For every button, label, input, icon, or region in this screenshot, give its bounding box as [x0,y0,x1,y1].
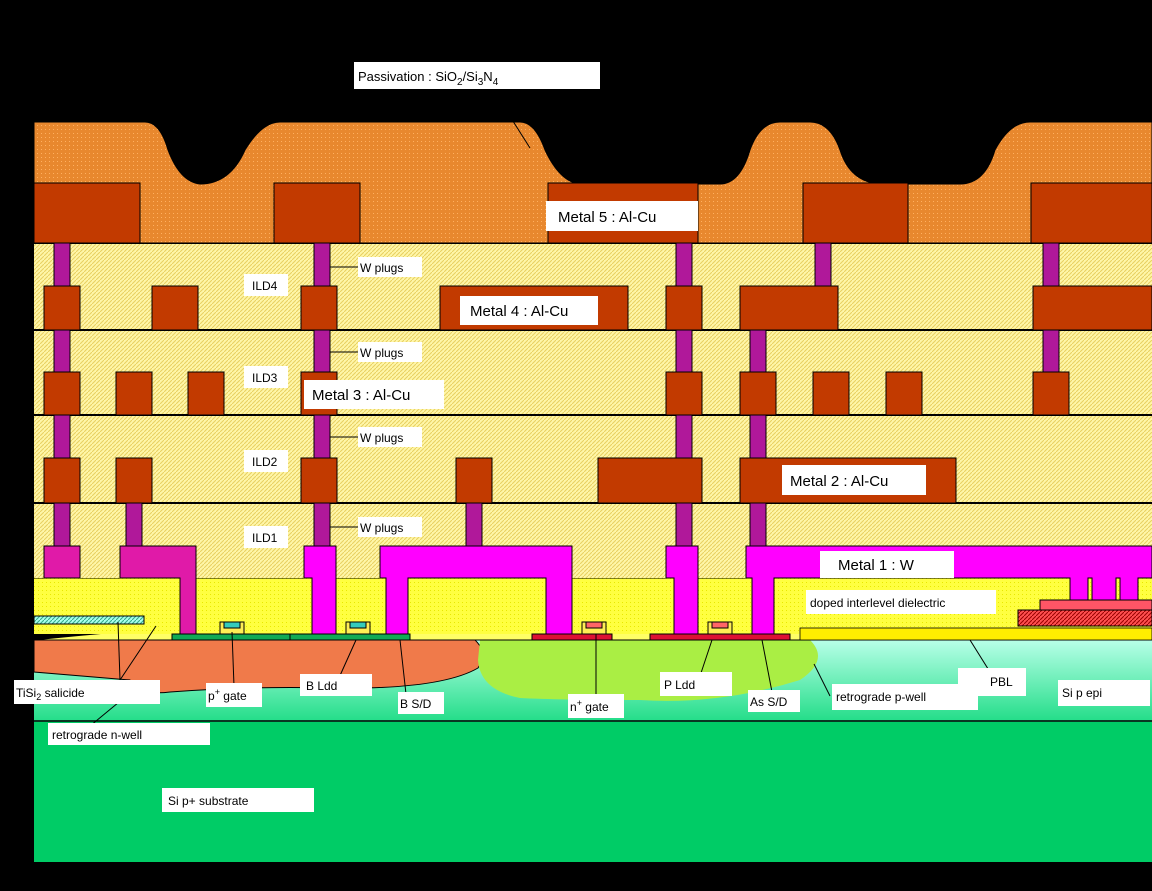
w-plugs [53,242,1060,548]
ild4-label: ILD4 [252,279,278,293]
metal4-label-box [460,296,598,325]
pwell-label-box [832,684,978,710]
assd-label: As S/D [750,695,788,709]
metal5-label-box [546,201,698,231]
metal1-label: Metal 1 : W [838,557,915,574]
n-gate-label: n+ gate [570,698,609,714]
assd-label-box [748,690,800,712]
tisi2-label: TiSi2 salicide [16,686,85,702]
wplugs4-label: W plugs [360,261,403,275]
metal2-lines [43,457,957,504]
wplugs3-label-box [358,342,422,362]
wplugs1-label: W plugs [360,521,403,535]
nwell-label: retrograde n-well [52,728,142,742]
pldd-label-box [660,672,732,696]
metal2-label-box [782,465,926,495]
doped-ild-label: doped interlevel dielectric [810,596,945,610]
ild2-layer [34,415,1152,503]
substrate-label-box [162,788,314,812]
bldd-label: B Ldd [306,679,337,693]
metal1-label-box [820,551,954,578]
ild3-label-box [244,366,288,388]
p-well-region [478,640,818,701]
passivation-label: Passivation : SiO2/Si3N4 [358,69,499,88]
bsd-label: B S/D [400,697,432,711]
ild2-label-box [244,450,288,472]
ild1-label-box [244,526,288,548]
metal3-label: Metal 3 : Al-Cu [312,387,410,404]
metal5-lines [33,182,1152,244]
metal5-label: Metal 5 : Al-Cu [558,209,656,226]
n-gate-label-box [568,694,624,718]
si-p-epi-label: Si p epi [1062,686,1102,700]
ild3-label: ILD3 [252,371,278,385]
ild1-label: ILD1 [252,531,278,545]
pldd-label: P Ldd [664,678,695,692]
wplugs2-label-box [358,427,422,447]
label-boxes [14,62,1150,812]
metal2-label: Metal 2 : Al-Cu [790,473,888,490]
ild2-label: ILD2 [252,455,278,469]
tisi2-label-box [14,680,160,704]
si-p-epi-label-box [1058,680,1150,706]
p-gate-label: p+ gate [208,687,247,703]
bsd-label-box [398,692,444,714]
substrate-label: Si p+ substrate [168,794,249,808]
pbl-label: PBL [990,675,1013,689]
wplugs4-label-box [358,257,422,277]
bldd-label-box [300,674,372,696]
pbl-layer [799,627,1152,641]
wplugs2-label: W plugs [360,431,403,445]
metal4-label: Metal 4 : Al-Cu [470,303,568,320]
passivation-label-box [354,62,600,89]
doped-ild-label-box [806,590,996,614]
ild4-label-box [244,274,288,296]
p-gate-label-box [206,683,262,707]
wplugs1-label-box [358,517,422,537]
wplugs3-label: W plugs [360,346,403,360]
nwell-label-box [48,723,210,745]
metal3-label-box [304,380,444,409]
pwell-label: retrograde p-well [836,690,926,704]
